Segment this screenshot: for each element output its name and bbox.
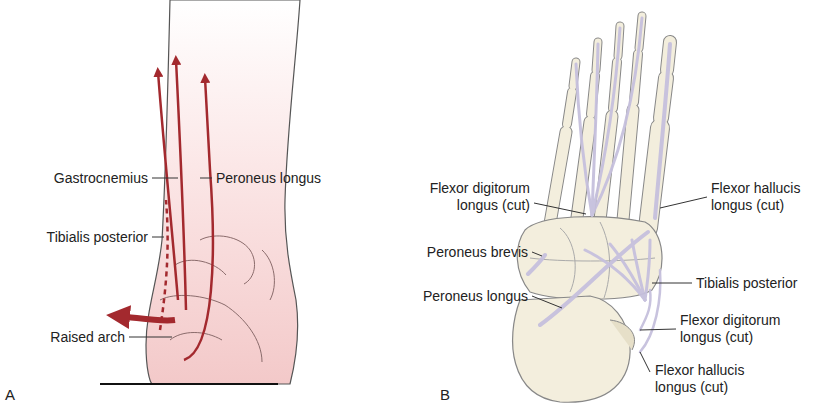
muscle-label: Tibialis posterior [696, 275, 797, 292]
muscle-label: Flexor digitorum longus (cut) [405, 180, 530, 214]
tendons [528, 18, 670, 352]
muscle-label: Peroneus longus [216, 170, 321, 187]
muscle-label: Gastrocnemius [54, 170, 148, 187]
panel-letter: B [440, 386, 450, 403]
muscle-label: Flexor digitorum longus (cut) [680, 312, 805, 346]
muscle-label: Tibialis posterior [47, 229, 148, 246]
foot-skeleton [513, 16, 670, 402]
muscle-label: Flexor hallucis longus (cut) [655, 362, 761, 396]
muscle-label: Peroneus brevis [427, 244, 528, 261]
muscle-label: Peroneus longus [423, 288, 528, 305]
leader-lines [129, 178, 212, 337]
arch-label: Raised arch [50, 329, 125, 346]
muscle-pull-arrows [118, 60, 213, 360]
leg-drawing [100, 0, 300, 384]
leader-lines [532, 197, 707, 372]
muscle-label: Flexor hallucis longus (cut) [711, 180, 817, 214]
panel-letter: A [5, 386, 15, 403]
